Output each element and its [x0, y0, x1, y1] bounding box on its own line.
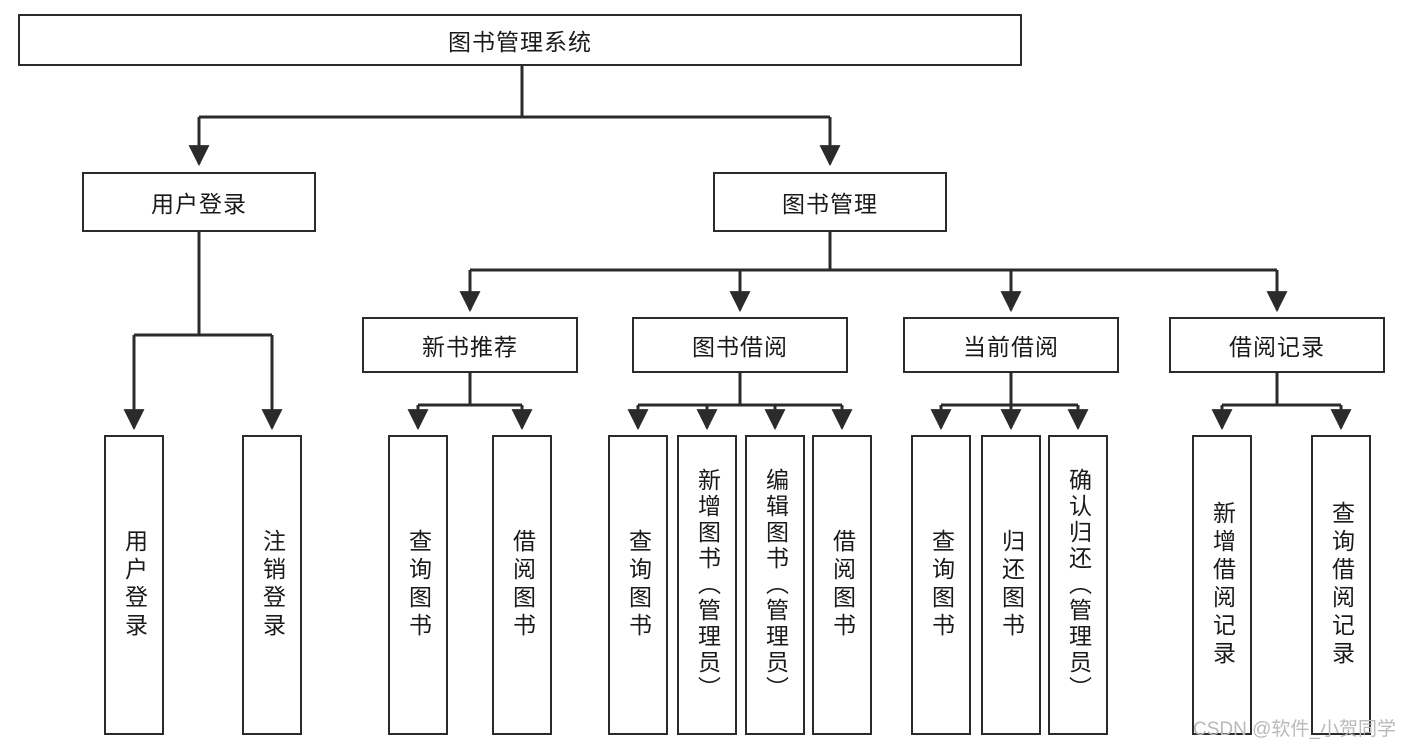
leaf-borrow-record-1-label: 新增借阅记录	[1209, 501, 1236, 669]
leaf-book-borrow-4[interactable]: 借阅图书	[812, 435, 872, 735]
node-book-borrow-label: 图书借阅	[692, 334, 788, 360]
leaf-current-borrow-3-label: 确认归还（管理员）	[1065, 468, 1092, 702]
leaf-user-login-2-label: 注销登录	[259, 529, 286, 641]
node-book-manage-label: 图书管理	[782, 191, 878, 217]
leaf-user-login-1[interactable]: 用户登录	[104, 435, 164, 735]
leaf-book-borrow-1[interactable]: 查询图书	[608, 435, 668, 735]
leaf-book-borrow-3-label: 编辑图书（管理员）	[762, 468, 789, 702]
leaf-borrow-record-1[interactable]: 新增借阅记录	[1192, 435, 1252, 735]
node-user-login-label: 用户登录	[151, 191, 247, 217]
leaf-current-borrow-1[interactable]: 查询图书	[911, 435, 971, 735]
leaf-current-borrow-2-label: 归还图书	[998, 529, 1025, 641]
node-book-borrow[interactable]: 图书借阅	[632, 317, 848, 373]
leaf-user-login-1-label: 用户登录	[121, 529, 148, 641]
leaf-borrow-record-2-label: 查询借阅记录	[1328, 501, 1355, 669]
leaf-book-borrow-2[interactable]: 新增图书（管理员）	[677, 435, 737, 735]
leaf-new-book-rec-2-label: 借阅图书	[509, 529, 536, 641]
node-root[interactable]: 图书管理系统	[18, 14, 1022, 66]
leaf-borrow-record-2[interactable]: 查询借阅记录	[1311, 435, 1371, 735]
node-current-borrow[interactable]: 当前借阅	[903, 317, 1119, 373]
leaf-book-borrow-2-label: 新增图书（管理员）	[694, 468, 721, 702]
node-new-book-rec[interactable]: 新书推荐	[362, 317, 578, 373]
node-current-borrow-label: 当前借阅	[963, 334, 1059, 360]
leaf-current-borrow-3[interactable]: 确认归还（管理员）	[1048, 435, 1108, 735]
node-root-label: 图书管理系统	[448, 29, 592, 55]
leaf-current-borrow-2[interactable]: 归还图书	[981, 435, 1041, 735]
node-user-login[interactable]: 用户登录	[82, 172, 316, 232]
leaf-new-book-rec-2[interactable]: 借阅图书	[492, 435, 552, 735]
leaf-new-book-rec-1-label: 查询图书	[405, 529, 432, 641]
node-new-book-rec-label: 新书推荐	[422, 334, 518, 360]
leaf-book-borrow-4-label: 借阅图书	[829, 529, 856, 641]
leaf-current-borrow-1-label: 查询图书	[928, 529, 955, 641]
leaf-user-login-2[interactable]: 注销登录	[242, 435, 302, 735]
node-borrow-record-label: 借阅记录	[1229, 334, 1325, 360]
node-borrow-record[interactable]: 借阅记录	[1169, 317, 1385, 373]
leaf-new-book-rec-1[interactable]: 查询图书	[388, 435, 448, 735]
node-book-manage[interactable]: 图书管理	[713, 172, 947, 232]
leaf-book-borrow-3[interactable]: 编辑图书（管理员）	[745, 435, 805, 735]
leaf-book-borrow-1-label: 查询图书	[625, 529, 652, 641]
